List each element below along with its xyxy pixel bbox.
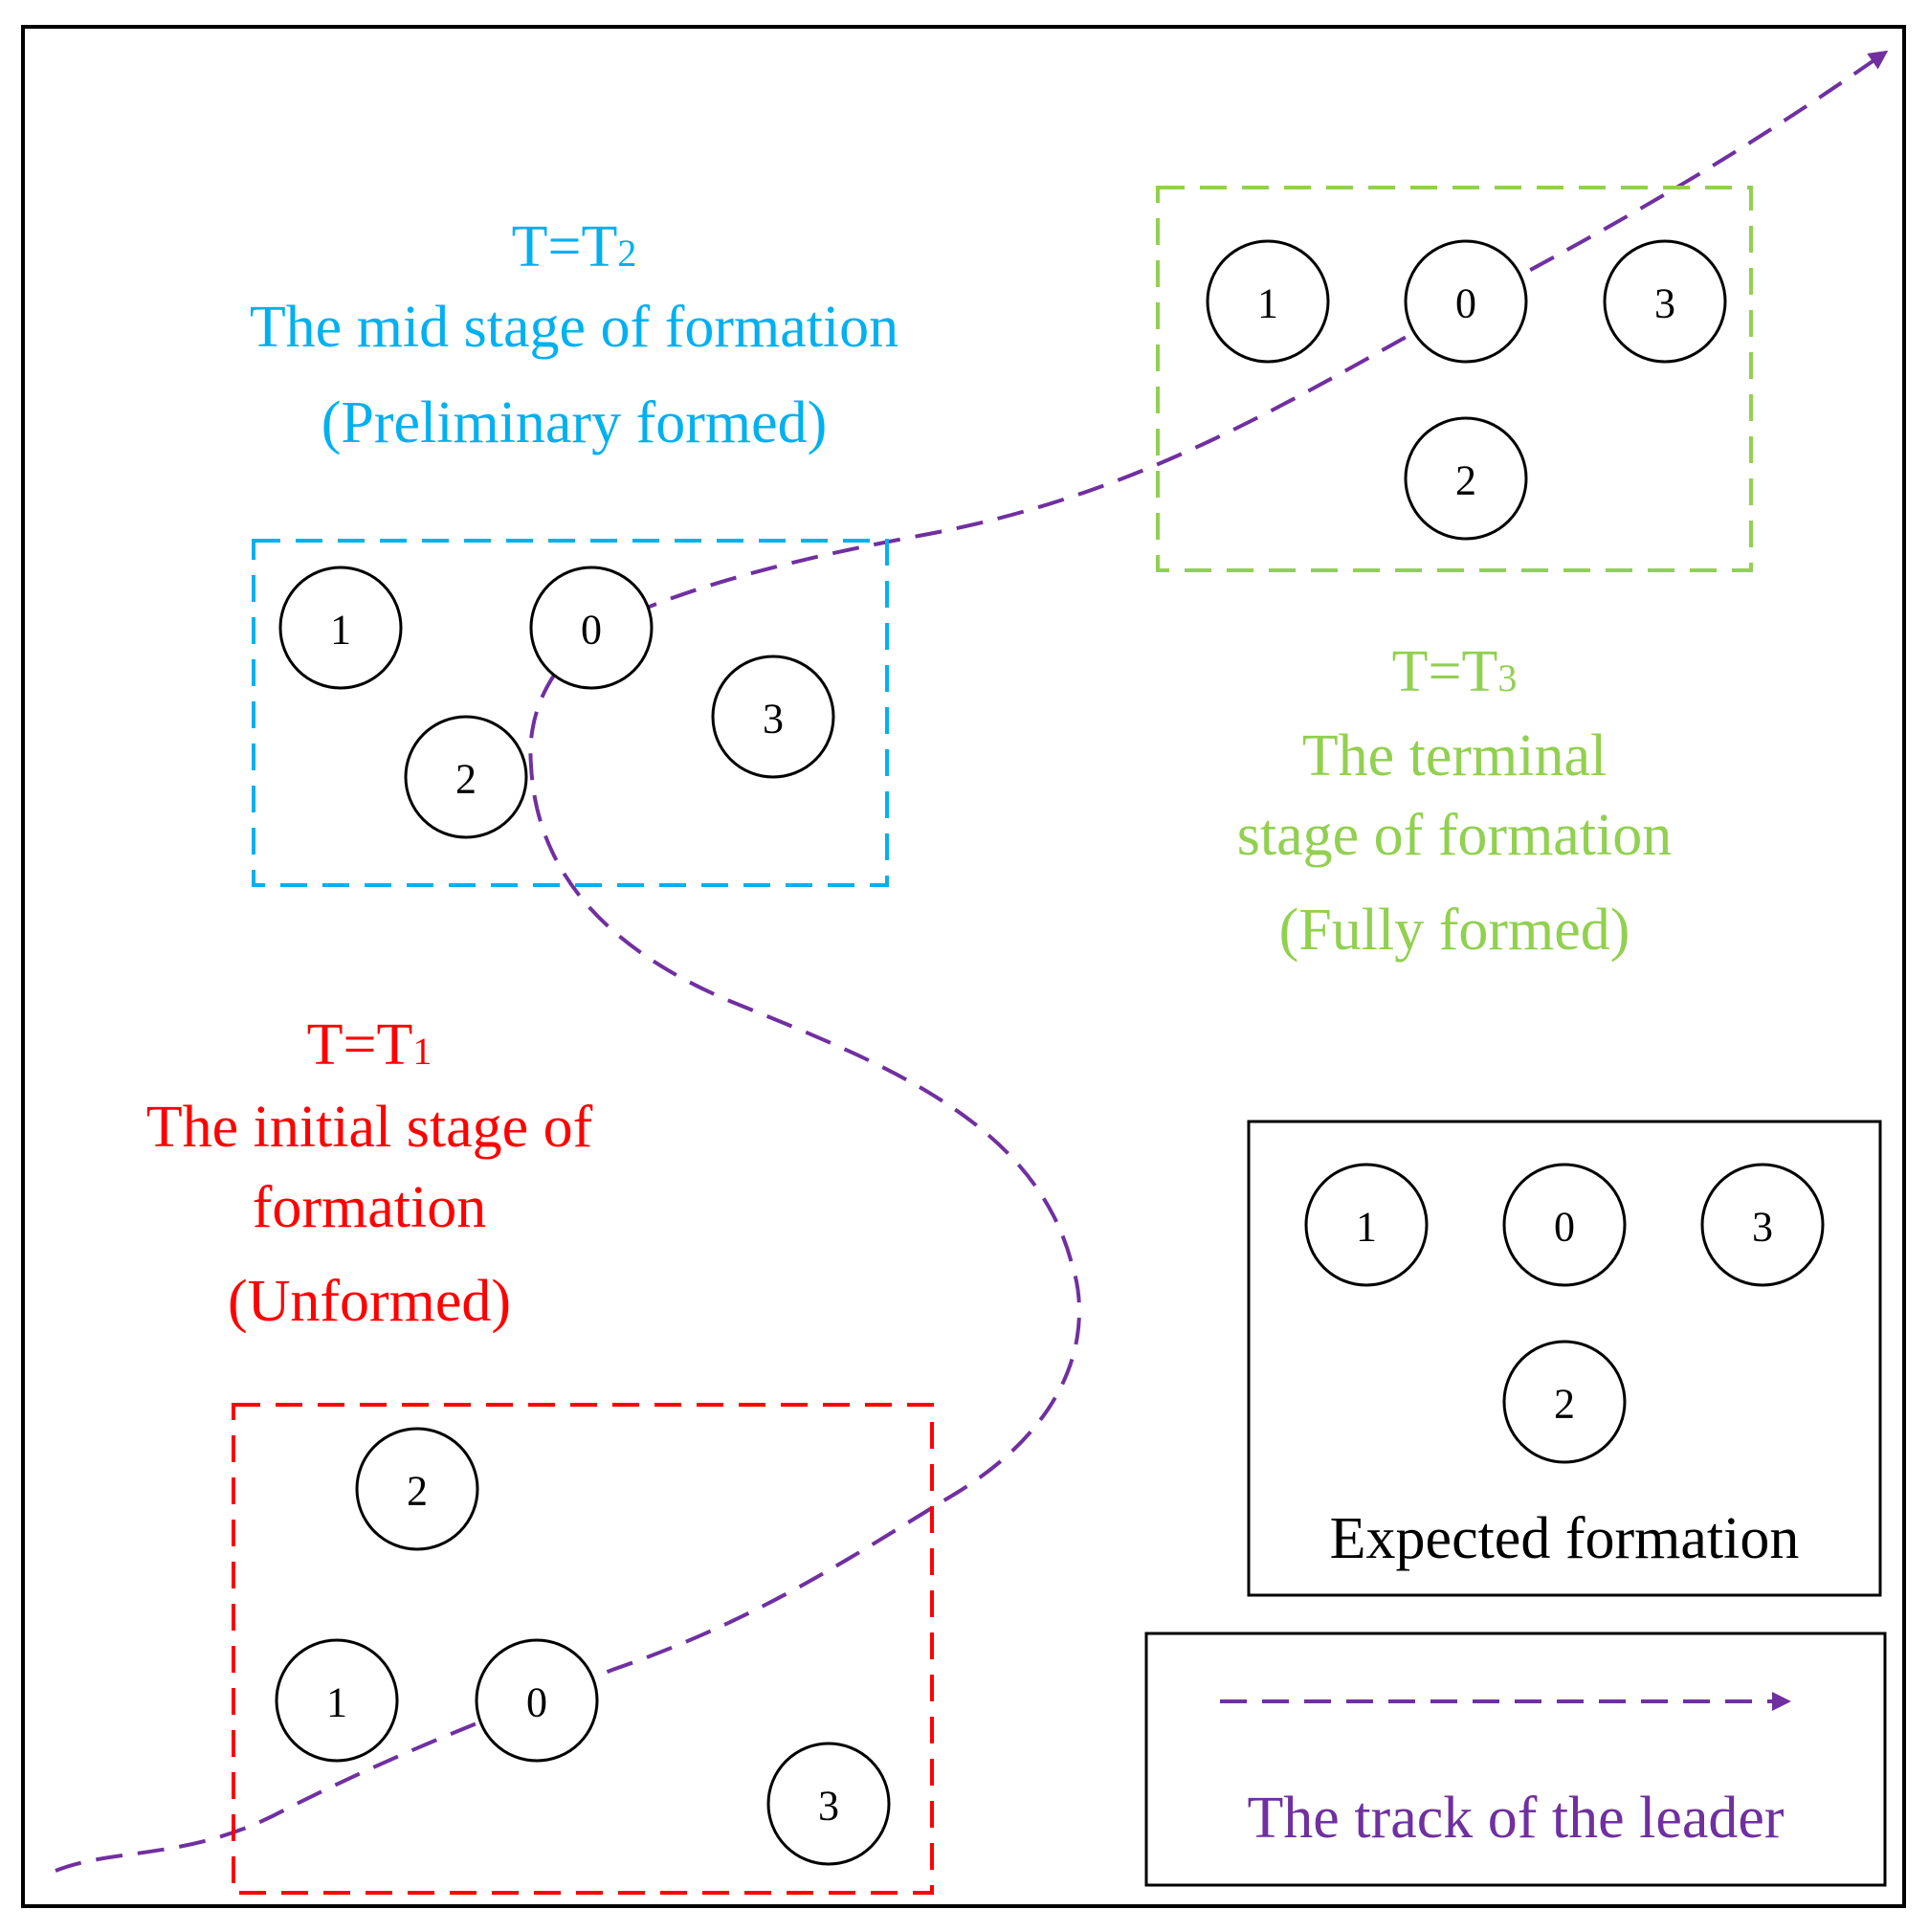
t3-time-label: T=T3 [1392,639,1518,704]
t1-agent-2-label: 2 [407,1468,428,1515]
t2-status: (Preliminary formed) [322,390,828,455]
track-legend-label: The track of the leader [1247,1786,1784,1851]
t2-agent-3-label: 3 [763,696,784,743]
t1-agent-3 [766,1742,891,1866]
t1-formation-box [232,1403,934,1895]
t3-title-line2: stage of formation [1237,803,1673,868]
expected-agent-3-label: 3 [1752,1204,1773,1251]
t1-agent-1 [275,1638,399,1763]
t1-title-line2: formation [253,1175,487,1240]
expected-agent-0 [1502,1163,1627,1287]
expected-agent-2-label: 2 [1554,1381,1575,1428]
t1-status: (Unformed) [228,1269,511,1334]
track-legend-box [1144,1632,1887,1887]
t3-agent-1-label: 1 [1257,280,1278,327]
t1-agent-2 [355,1427,479,1551]
t3-agent-3-label: 3 [1654,280,1675,327]
t3-title-line1: The terminal [1302,723,1607,788]
expected-agent-0-label: 0 [1554,1204,1575,1251]
t1-agent-1-label: 1 [326,1679,347,1726]
expected-agent-3 [1700,1163,1825,1287]
t2-formation-box [252,539,889,887]
t1-agent-3-label: 3 [818,1783,839,1830]
t2-time-label: T=T2 [512,214,637,279]
expected-agent-1-label: 1 [1356,1204,1377,1251]
t2-agent-3 [711,655,835,779]
t2-agent-2-label: 2 [455,756,477,803]
t3-agent-2 [1404,416,1528,541]
t1-time-label: T=T1 [307,1012,432,1077]
t3-status: (Fully formed) [1279,898,1630,963]
t2-agent-1 [278,566,403,690]
t3-agent-2-label: 2 [1455,457,1476,504]
t3-agent-0-label: 0 [1455,280,1476,327]
expected-agent-1 [1304,1163,1429,1287]
t3-agent-1 [1206,239,1330,364]
t1-title-line1: The initial stage of [146,1095,593,1160]
t2-agent-2 [404,715,528,839]
t3-agent-0 [1404,239,1528,364]
t1-agent-0-label: 0 [526,1679,547,1726]
expected-formation-label: Expected formation [1330,1506,1800,1571]
t3-formation-box [1156,186,1753,572]
diagram-frame [21,25,1906,1908]
t2-agent-1-label: 1 [330,607,351,654]
expected-formation-legend-box [1247,1120,1882,1597]
t1-agent-0 [475,1638,599,1763]
t2-title: The mid stage of formation [250,295,898,360]
t3-agent-3 [1603,239,1727,364]
t2-agent-0 [529,566,654,690]
expected-agent-2 [1502,1340,1627,1464]
t2-agent-0-label: 0 [581,607,602,654]
